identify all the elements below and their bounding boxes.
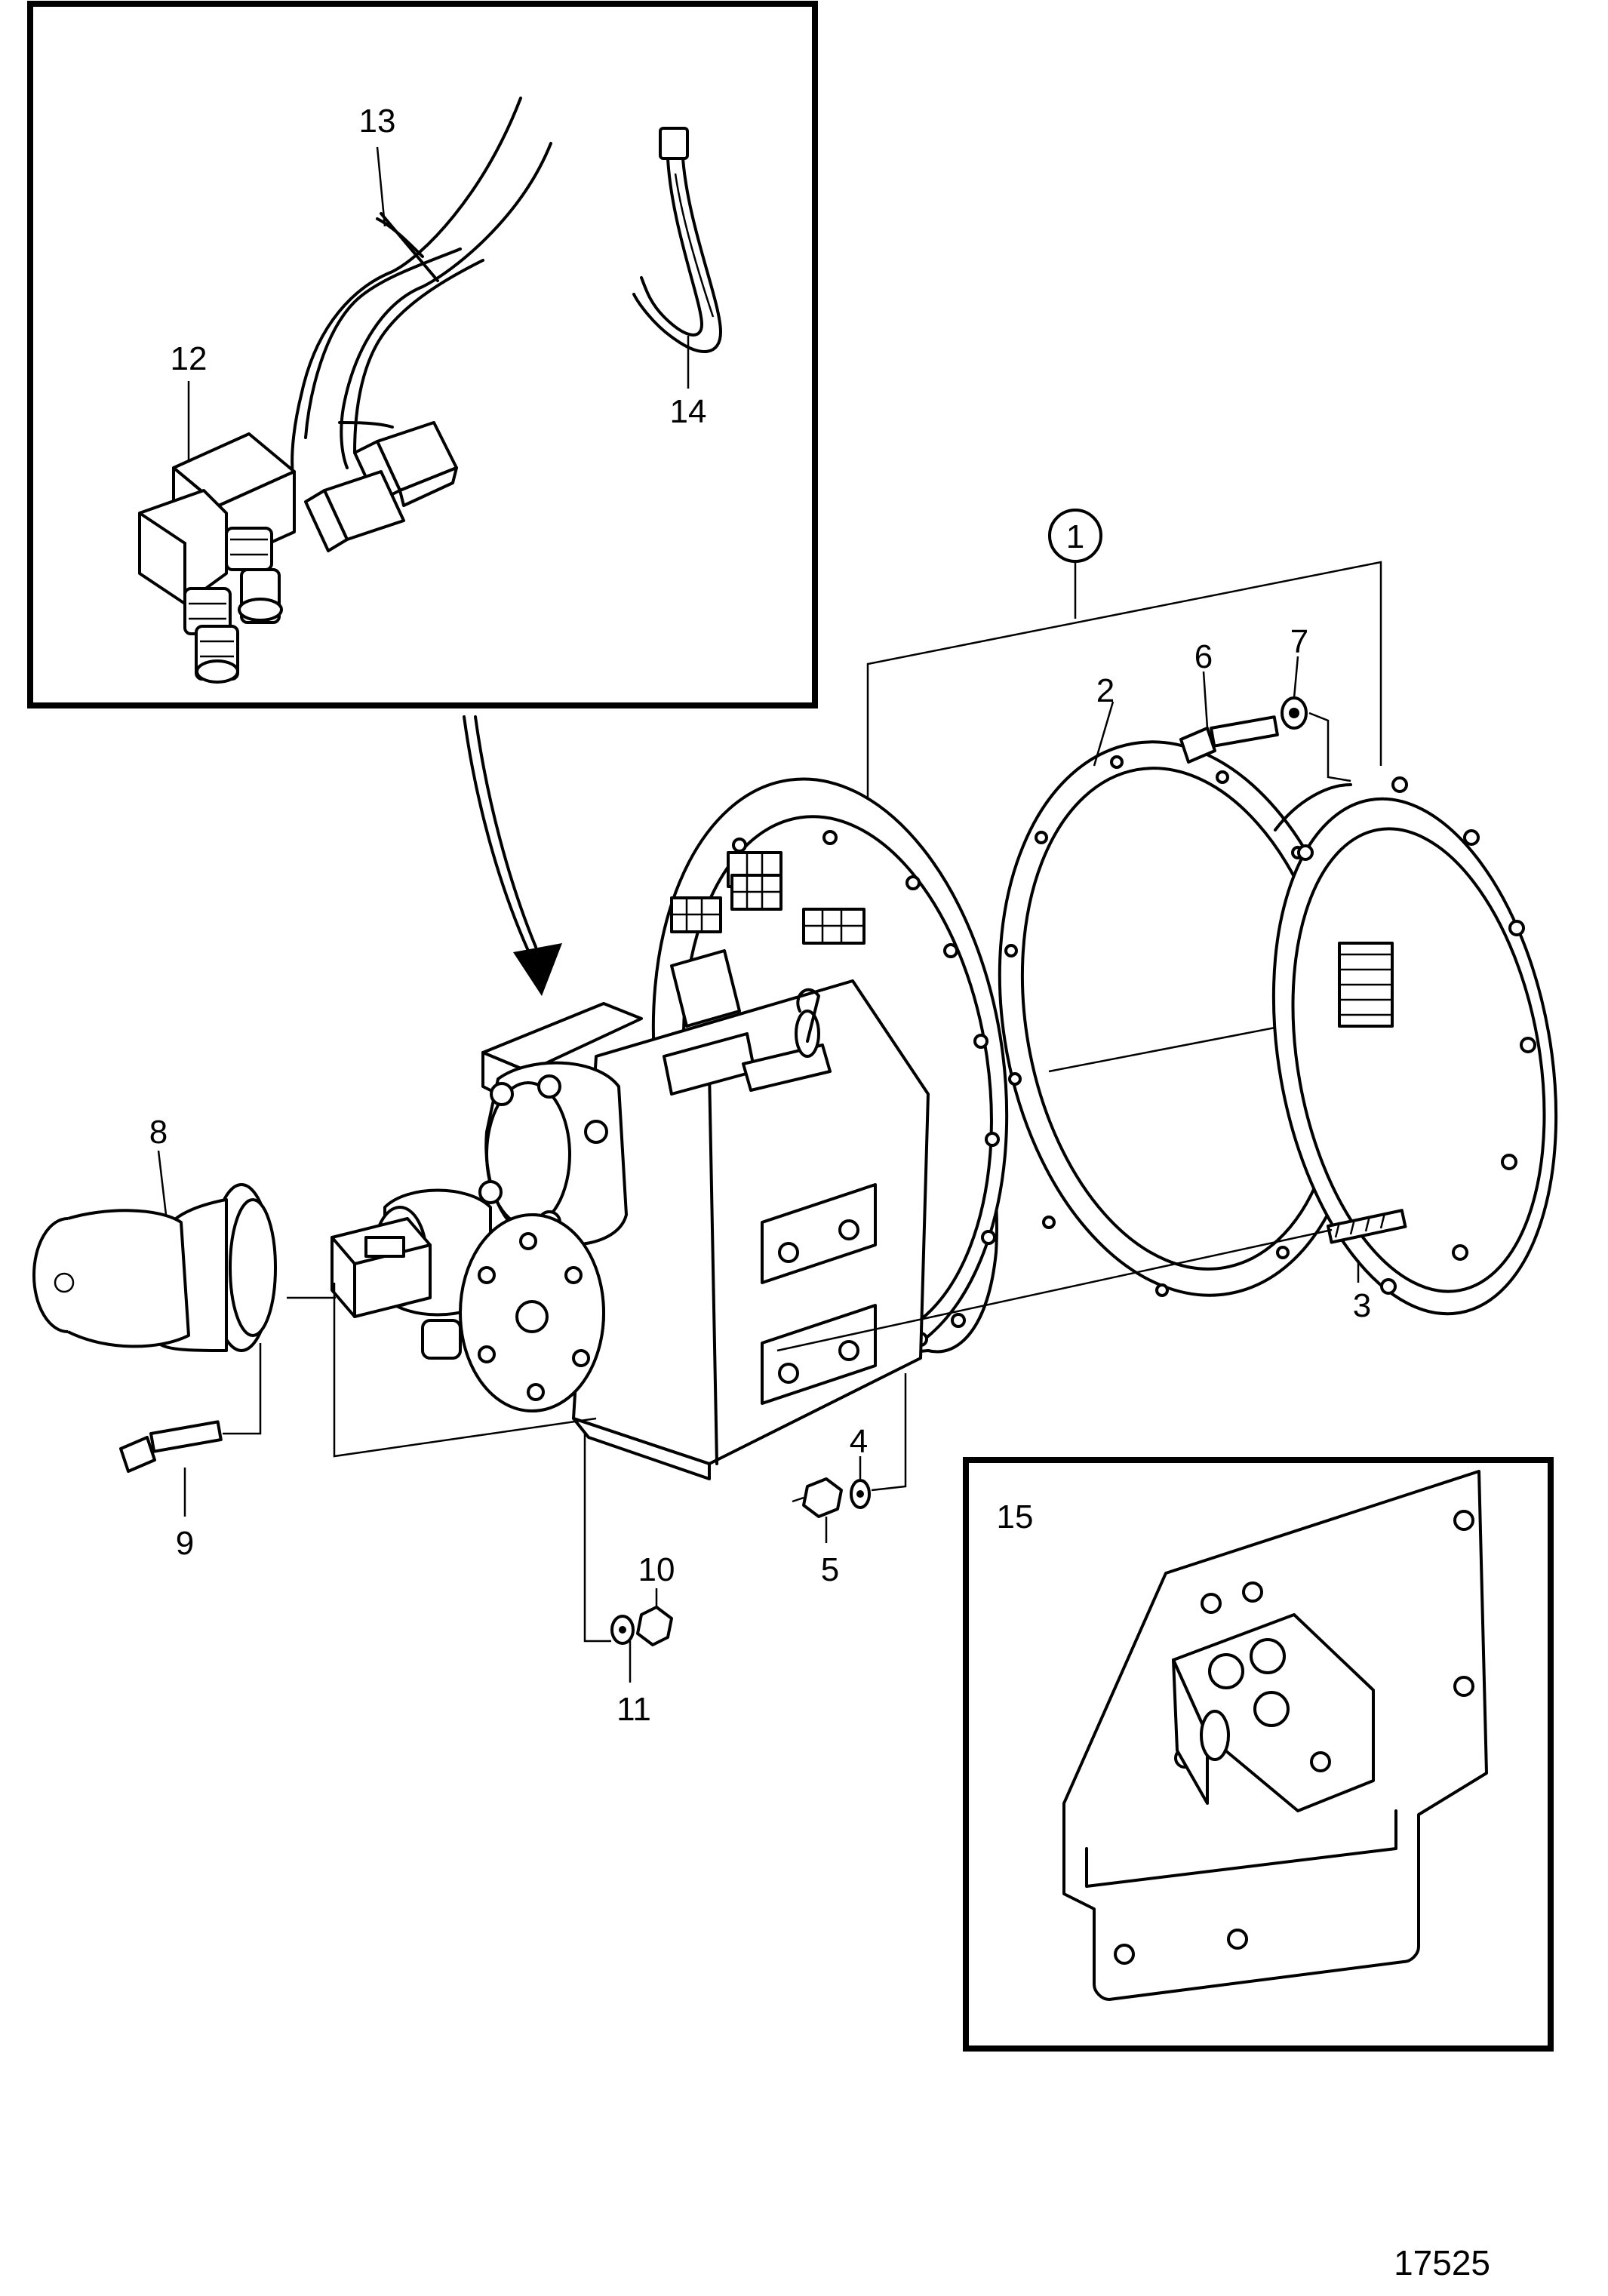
- callout-1: 1: [1066, 518, 1084, 555]
- leader-line: [1308, 712, 1351, 782]
- callout-14: 14: [670, 393, 707, 430]
- bolt-9: [119, 1420, 223, 1473]
- washer-7: [1281, 696, 1308, 730]
- spline-teeth: [1339, 953, 1392, 1016]
- leader-line: [776, 1228, 1333, 1352]
- leader-line: [1093, 701, 1115, 767]
- nut-5: [802, 1477, 843, 1518]
- leader-line: [376, 146, 386, 227]
- cable-harness: [291, 97, 552, 477]
- callout-7: 7: [1290, 623, 1308, 660]
- callout-3: 3: [1353, 1287, 1371, 1324]
- figure-number: 17525: [1394, 2243, 1490, 2282]
- callout-11: 11: [616, 1691, 651, 1728]
- leader-line: [583, 1434, 611, 1643]
- leader-line: [223, 1343, 262, 1435]
- gearbox-housing: [481, 949, 930, 1480]
- callout-13: 13: [359, 103, 396, 140]
- leader-line: [1293, 656, 1299, 699]
- callout-15: 15: [997, 1498, 1034, 1535]
- callout-10: 10: [638, 1551, 675, 1588]
- label-plates: [670, 851, 865, 945]
- callout-8: 8: [149, 1114, 168, 1151]
- leader-line: [333, 1283, 597, 1458]
- cable-tie: [632, 127, 722, 353]
- leader-line: [792, 1496, 804, 1503]
- kit-bracket: [866, 509, 1382, 868]
- callout-2: 2: [1096, 672, 1115, 709]
- callout-12: 12: [171, 340, 208, 377]
- inset-mounting-bracket: 15: [963, 1457, 1554, 2052]
- callout-9: 9: [176, 1525, 194, 1562]
- plate-holes: [1297, 776, 1536, 1295]
- sensor-connector: [331, 1217, 432, 1318]
- pointer-arrow: [463, 715, 562, 996]
- mounting-bracket: [1062, 1470, 1488, 2001]
- callout-4: 4: [850, 1423, 868, 1460]
- output-flange: [421, 1213, 605, 1412]
- inset-wiring-harness: 13 12 14: [27, 1, 818, 708]
- leader-line: [871, 1373, 907, 1492]
- connector-plug: [304, 421, 458, 552]
- flexible-plate: [1271, 776, 1558, 1316]
- bolt-6: [1179, 715, 1279, 764]
- washer-4: [850, 1479, 871, 1509]
- leader-line: [1202, 671, 1209, 729]
- oil-filter: [32, 1183, 277, 1352]
- callout-6: 6: [1194, 638, 1213, 675]
- nut-10: [636, 1606, 673, 1646]
- leader-line: [157, 1150, 168, 1216]
- washer-11: [610, 1615, 635, 1645]
- callout-5: 5: [821, 1551, 839, 1588]
- stud-3: [1326, 1209, 1407, 1244]
- solenoid-valve: [138, 432, 296, 684]
